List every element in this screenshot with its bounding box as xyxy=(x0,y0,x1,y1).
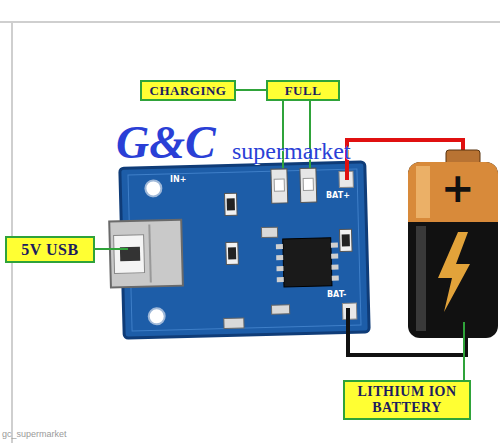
callout-box: LITHIUM ION BATTERY xyxy=(343,380,471,420)
charger-ic xyxy=(276,238,339,288)
leader-line xyxy=(95,248,128,250)
mount-hole xyxy=(148,308,164,324)
ic-pin xyxy=(276,255,283,260)
led-lens xyxy=(274,179,284,191)
polarity-mark: + xyxy=(441,168,475,208)
charging-led xyxy=(271,169,288,203)
leader-line xyxy=(463,322,465,380)
pin-name: IN+ xyxy=(170,176,186,184)
smd-component xyxy=(226,242,239,264)
ic-body xyxy=(283,238,332,287)
callout-box: CHARGING xyxy=(140,80,236,101)
callout-text: LITHIUM ION BATTERY xyxy=(345,384,469,416)
ic-pin xyxy=(331,243,338,248)
smd-component xyxy=(342,234,350,246)
smd-component xyxy=(271,305,289,314)
led-lens xyxy=(303,178,313,190)
smd-component xyxy=(261,227,277,237)
watermark: G&C xyxy=(116,120,216,166)
smd-component xyxy=(225,193,238,215)
ic-pin xyxy=(332,276,339,281)
battery-highlight xyxy=(416,166,430,218)
battery-top xyxy=(408,162,498,222)
smd-component xyxy=(224,318,244,329)
smd-component xyxy=(228,247,236,259)
watermark: supermarket xyxy=(232,139,351,163)
ic-pin xyxy=(276,266,283,271)
callout-text: CHARGING xyxy=(150,83,227,99)
smd-component xyxy=(227,198,235,210)
battery-highlight xyxy=(416,226,426,331)
usb-opening xyxy=(114,235,145,274)
lightning-symbol xyxy=(438,232,470,312)
callout-box: FULL xyxy=(266,80,340,101)
ic-pin xyxy=(277,277,284,282)
pcb-board xyxy=(108,162,369,339)
callout-box: 5V USB xyxy=(5,236,95,263)
callout-text: 5V USB xyxy=(21,242,78,258)
frame-line xyxy=(11,22,13,443)
smd-component xyxy=(339,229,352,251)
ic-pin xyxy=(331,265,338,270)
watermark: gc_supermarket xyxy=(2,430,67,439)
usb-detail xyxy=(149,224,151,282)
mount-hole xyxy=(145,180,161,196)
battery-body xyxy=(408,162,498,338)
pin-name: BAT+ xyxy=(326,192,350,200)
ic-pin xyxy=(331,254,338,259)
usb-shell xyxy=(109,220,183,288)
pin-name: BAT- xyxy=(327,291,346,299)
callout-text: FULL xyxy=(285,83,322,99)
frame-line xyxy=(0,21,500,23)
ic-pin xyxy=(276,244,283,249)
usb-connector xyxy=(109,220,183,288)
battery-illustration xyxy=(408,150,498,338)
full-led xyxy=(300,168,317,202)
